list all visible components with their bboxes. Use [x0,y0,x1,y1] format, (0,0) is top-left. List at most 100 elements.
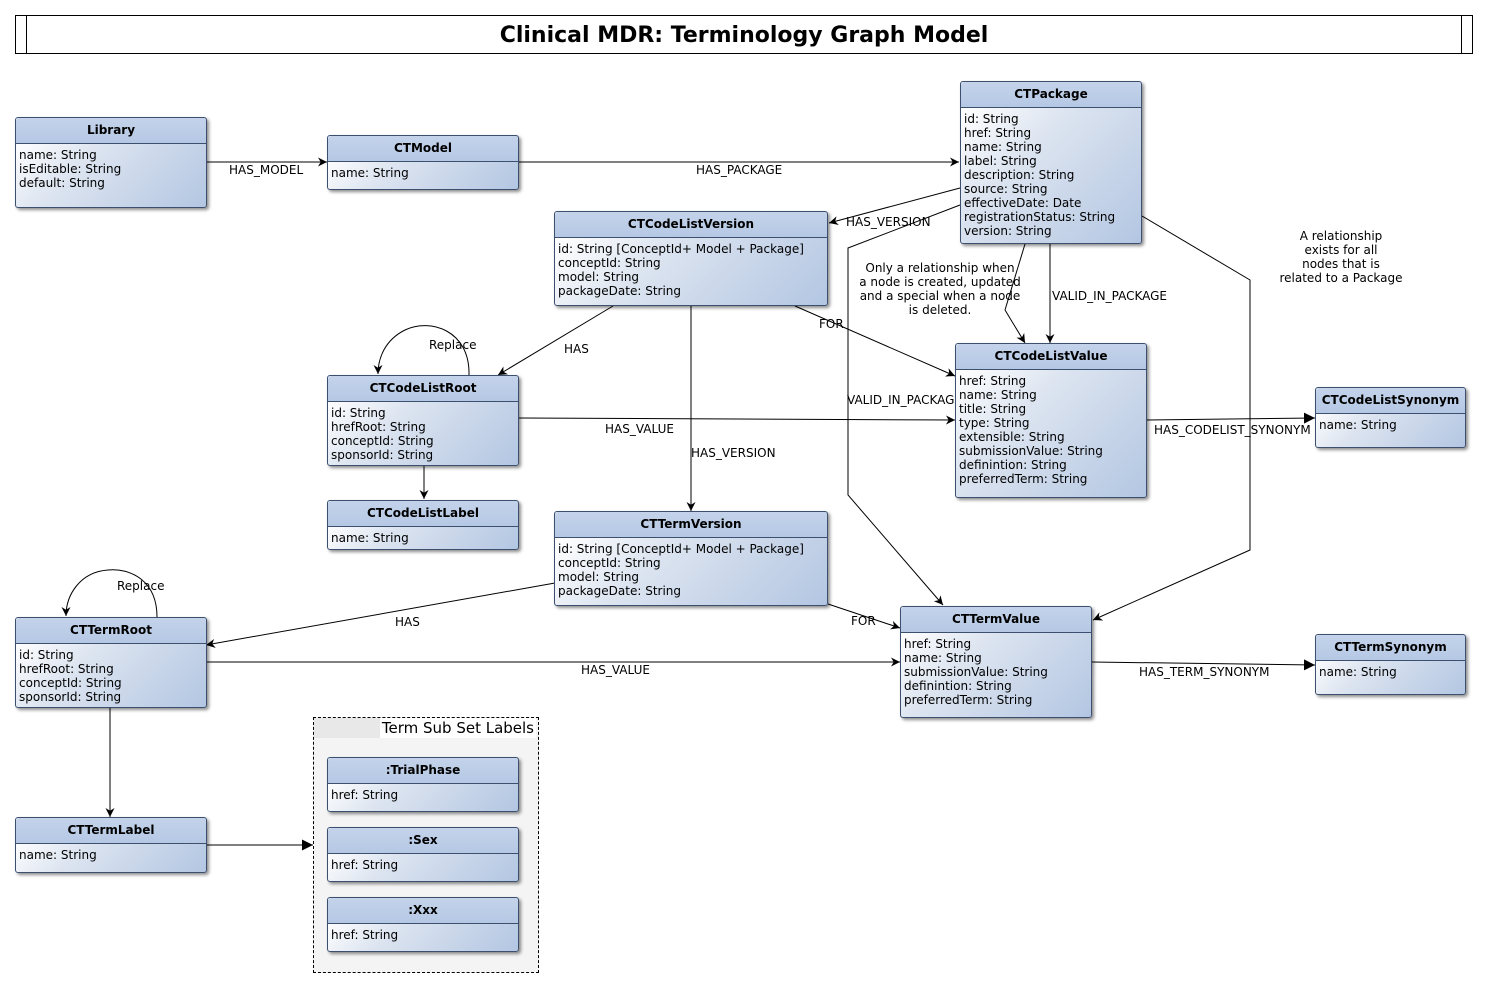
note-package-rel-3: nodes that is [1302,257,1380,271]
attribute-row: submissionValue: String [904,665,1048,679]
attribute-row: effectiveDate: Date [964,196,1082,210]
label-replace-codelist: Replace [429,338,476,352]
diagram-title: Clinical MDR: Terminology Graph Model [499,23,989,48]
note-created-updated-2: a node is created, updated [859,275,1021,289]
node-ctmodel[interactable]: CTModel name: String [327,135,519,190]
edge-has-term [205,582,556,648]
node-header: CTTermSynonym [1316,635,1465,661]
edge-replace-codelist [373,325,470,376]
label-valid-in-package-1: VALID_IN_PACKAGE [1052,289,1167,303]
label-replace-term: Replace [117,579,164,593]
node-header: CTCodeListRoot [328,376,518,402]
edge-has-codelist [497,305,614,376]
attribute-row: default: String [19,176,105,190]
node-header: CTCodeListLabel [328,501,518,527]
attribute-row: hrefRoot: String [19,662,114,676]
node-header: CTTermValue [901,607,1091,633]
attribute-row: name: String [1319,418,1397,432]
edge-has-value-codelist [518,415,956,425]
note-package-rel-4: related to a Package [1279,271,1402,285]
node-attributes: name: String [16,844,206,862]
node-ctcodelistlabel[interactable]: CTCodeListLabel name: String [327,500,519,550]
node-header: :Xxx [328,898,518,924]
attribute-row: definintion: String [904,679,1012,693]
attribute-row: name: String [19,148,97,162]
attribute-row: conceptId: String [19,676,122,690]
attribute-row: id: String [964,112,1019,126]
attribute-row: preferredTerm: String [959,472,1088,486]
diagram-title-frame: Clinical MDR: Terminology Graph Model [15,15,1473,54]
attribute-row: name: String [331,531,409,545]
node-xxx[interactable]: :Xxx href: String [327,897,519,952]
attribute-row: sponsorId: String [331,448,434,462]
attribute-row: name: String [959,388,1037,402]
label-has-model: HAS_MODEL [229,163,303,177]
node-attributes: href: String [328,854,518,872]
label-for-term: FOR [851,614,876,628]
attribute-row: title: String [959,402,1027,416]
attribute-row: type: String [959,416,1030,430]
edge-valid-pkg-term [847,204,961,606]
attribute-row: conceptId: String [558,256,661,270]
node-header: CTPackage [961,82,1141,108]
note-created-updated-4: is deleted. [909,303,972,317]
attribute-row: source: String [964,182,1048,196]
node-attributes: name: String [1316,661,1465,679]
attribute-row: name: String [19,848,97,862]
group-title: Term Sub Set Labels [379,718,536,738]
note-package-rel-1: A relationship [1300,229,1383,243]
edge-replace-term [61,569,158,618]
node-attributes: name: String [1316,414,1465,432]
attribute-row: model: String [558,270,640,284]
label-has-term: HAS [395,615,420,629]
node-attributes: id: String [ConceptId+ Model + Package]c… [555,238,827,298]
attribute-row: preferredTerm: String [904,693,1033,707]
attribute-row: label: String [964,154,1037,168]
attribute-row: id: String [331,406,386,420]
attribute-row: extensible: String [959,430,1065,444]
label-has-codelist-synonym: HAS_CODELIST_SYNONYM [1154,423,1311,437]
node-attributes: href: String [328,924,518,942]
attribute-row: name: String [904,651,982,665]
edge-has-term-synonym [1091,659,1316,671]
attribute-row: href: String [331,928,399,942]
node-header: CTTermRoot [16,618,206,644]
node-header: CTCodeListValue [956,344,1146,370]
node-header: :TrialPhase [328,758,518,784]
node-attributes: href: String [328,784,518,802]
attribute-row: href: String [964,126,1032,140]
attribute-row: hrefRoot: String [331,420,426,434]
attribute-row: id: String [ConceptId+ Model + Package] [558,242,804,256]
attribute-row: packageDate: String [558,284,682,298]
node-header: CTModel [328,136,518,162]
note-package-rel-2: exists for all [1305,243,1378,257]
attribute-row: href: String [959,374,1027,388]
attribute-row: isEditable: String [19,162,122,176]
attribute-row: id: String [19,648,74,662]
attribute-row: packageDate: String [558,584,682,598]
attribute-row: name: String [331,166,409,180]
label-has-version-term: HAS_VERSION [691,446,776,460]
label-has-term-synonym: HAS_TERM_SYNONYM [1139,665,1269,679]
node-header: CTCodeListVersion [555,212,827,238]
edge-for-term [827,603,901,630]
attribute-row: registrationStatus: String [964,210,1116,224]
